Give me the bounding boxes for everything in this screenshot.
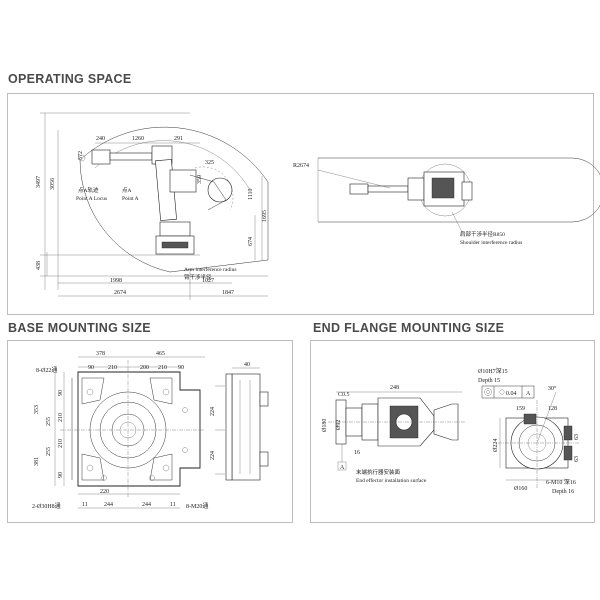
base-dim-bottom-4: 244	[142, 502, 151, 508]
end-flange-title: END FLANGE MOUNTING SIZE	[313, 321, 505, 335]
base-plan-view	[60, 360, 205, 498]
base-dim-right-2: 224	[210, 451, 216, 460]
base-dim-bottom-3: 244	[104, 502, 113, 508]
arm-radius-cn: 臂干涉半径	[184, 273, 212, 281]
operating-space-panel	[7, 93, 594, 315]
base-dim-right-3: 40	[244, 362, 250, 368]
base-dim-top2-5: 90	[178, 365, 184, 371]
flange-tol-value: 0.04	[506, 391, 517, 397]
base-dim-lines	[54, 356, 205, 509]
flange-dim-128: 128	[548, 406, 557, 412]
base-dim-left-7: 210	[58, 439, 64, 448]
base-dim-top-2: 465	[156, 351, 165, 357]
base-dim-right-1: 224	[210, 407, 216, 416]
base-dim-left-2: 381	[34, 457, 40, 466]
flange-surface-en: End effector installation surface	[356, 477, 427, 484]
op-dim-left-2: 3056	[50, 178, 56, 190]
op-dim-top-1: 240	[96, 136, 105, 142]
flange-tol-datum: A	[526, 391, 531, 397]
op-dim-mid-2: 572	[78, 151, 84, 160]
base-dim-top2-3: 200	[140, 365, 149, 371]
flange-depth1-label: Depth 15	[478, 378, 500, 384]
base-dim-top2-2: 210	[108, 365, 117, 371]
op-dim-right-2: 1695	[262, 210, 268, 222]
flange-dim-c05: C0.5	[338, 392, 350, 398]
base-dim-top2-1: 90	[88, 365, 94, 371]
base-pin-label: 2-Ø30H8通	[32, 502, 61, 510]
flange-dim-d224: Ø224	[493, 439, 499, 452]
base-side-view	[215, 367, 269, 481]
flange-angle-label: 30°	[548, 385, 557, 392]
operating-space-title: OPERATING SPACE	[8, 72, 132, 86]
shoulder-radius-en: Shoulder interference radius	[460, 239, 522, 246]
base-dim-left-3: 255	[46, 417, 52, 426]
base-dim-top2-4: 210	[158, 365, 167, 371]
flange-datum-label: A	[340, 465, 345, 471]
op-dim-right-1: 1110	[248, 188, 254, 200]
op-dim-bottom-1: 1998	[110, 278, 122, 284]
base-mounting-title: BASE MOUNTING SIZE	[8, 321, 151, 335]
base-dim-bottom-5: 11	[170, 502, 176, 508]
point-locus-cn: 点A轨迹	[78, 186, 99, 194]
op-bottom-dim-lines	[58, 270, 268, 300]
op-r-label: R2674	[293, 163, 309, 169]
base-dim-left-4: 255	[46, 447, 52, 456]
flange-dim-63a: 63	[574, 434, 580, 440]
shoulder-radius-cn: 肩部干涉半径R850	[460, 230, 505, 238]
op-dim-mid-3: 325	[205, 160, 214, 166]
flange-tolerance-box	[481, 385, 535, 399]
base-hole-label: 8-Ø22通	[36, 366, 57, 374]
base-dim-left-5: 90	[58, 390, 64, 396]
flange-thread-label: 6-M10 深16	[546, 478, 576, 486]
op-dim-bottom-4: 1847	[222, 290, 234, 296]
base-dim-left-6: 210	[58, 413, 64, 422]
flange-surface-cn: 末端执行器安装面	[356, 468, 401, 476]
op-dim-top-3: 291	[174, 136, 183, 142]
op-dim-top-2: 1260	[132, 136, 144, 142]
flange-front-view	[498, 391, 580, 488]
op-dim-left-1: 3497	[36, 176, 42, 188]
flange-dim-248: 248	[390, 385, 399, 391]
point-a-en: Point A	[122, 196, 139, 202]
base-thread-label: 8-M20通	[186, 502, 208, 510]
flange-dim-d160: Ø160	[514, 486, 527, 492]
flange-dim-63b: 63	[574, 456, 580, 462]
base-dim-bottom-1: 220	[100, 489, 109, 495]
op-dim-left-3: 438	[36, 261, 42, 270]
point-locus-en: Point A Locus	[76, 196, 107, 202]
flange-dim-d92: Ø92	[336, 420, 342, 430]
flange-depth2-label: Depth 16	[552, 489, 574, 495]
point-a-cn: 点A	[122, 187, 132, 194]
base-dim-top-1: 378	[96, 351, 105, 357]
flange-dim-d180: Ø180	[322, 419, 328, 432]
base-dim-left-8: 90	[58, 472, 64, 478]
base-dim-bottom-2: 11	[82, 502, 88, 508]
flange-dim-16: 16	[354, 450, 360, 456]
flange-fit-label: Ø10H7深15	[478, 367, 508, 375]
operating-side-view	[40, 112, 269, 290]
arm-radius-en: Arm interference radius	[184, 266, 237, 273]
flange-dim-159: 159	[516, 406, 525, 412]
op-dim-bottom-3: 2674	[114, 290, 126, 296]
flange-side-view	[328, 391, 466, 471]
op-dim-bottom-2: 1027	[202, 278, 214, 284]
op-dim-right-3: 674	[248, 237, 254, 246]
operating-top-view	[317, 157, 600, 223]
base-dim-left-1: 353	[34, 405, 40, 414]
op-dim-mid-1: 359	[197, 175, 203, 184]
